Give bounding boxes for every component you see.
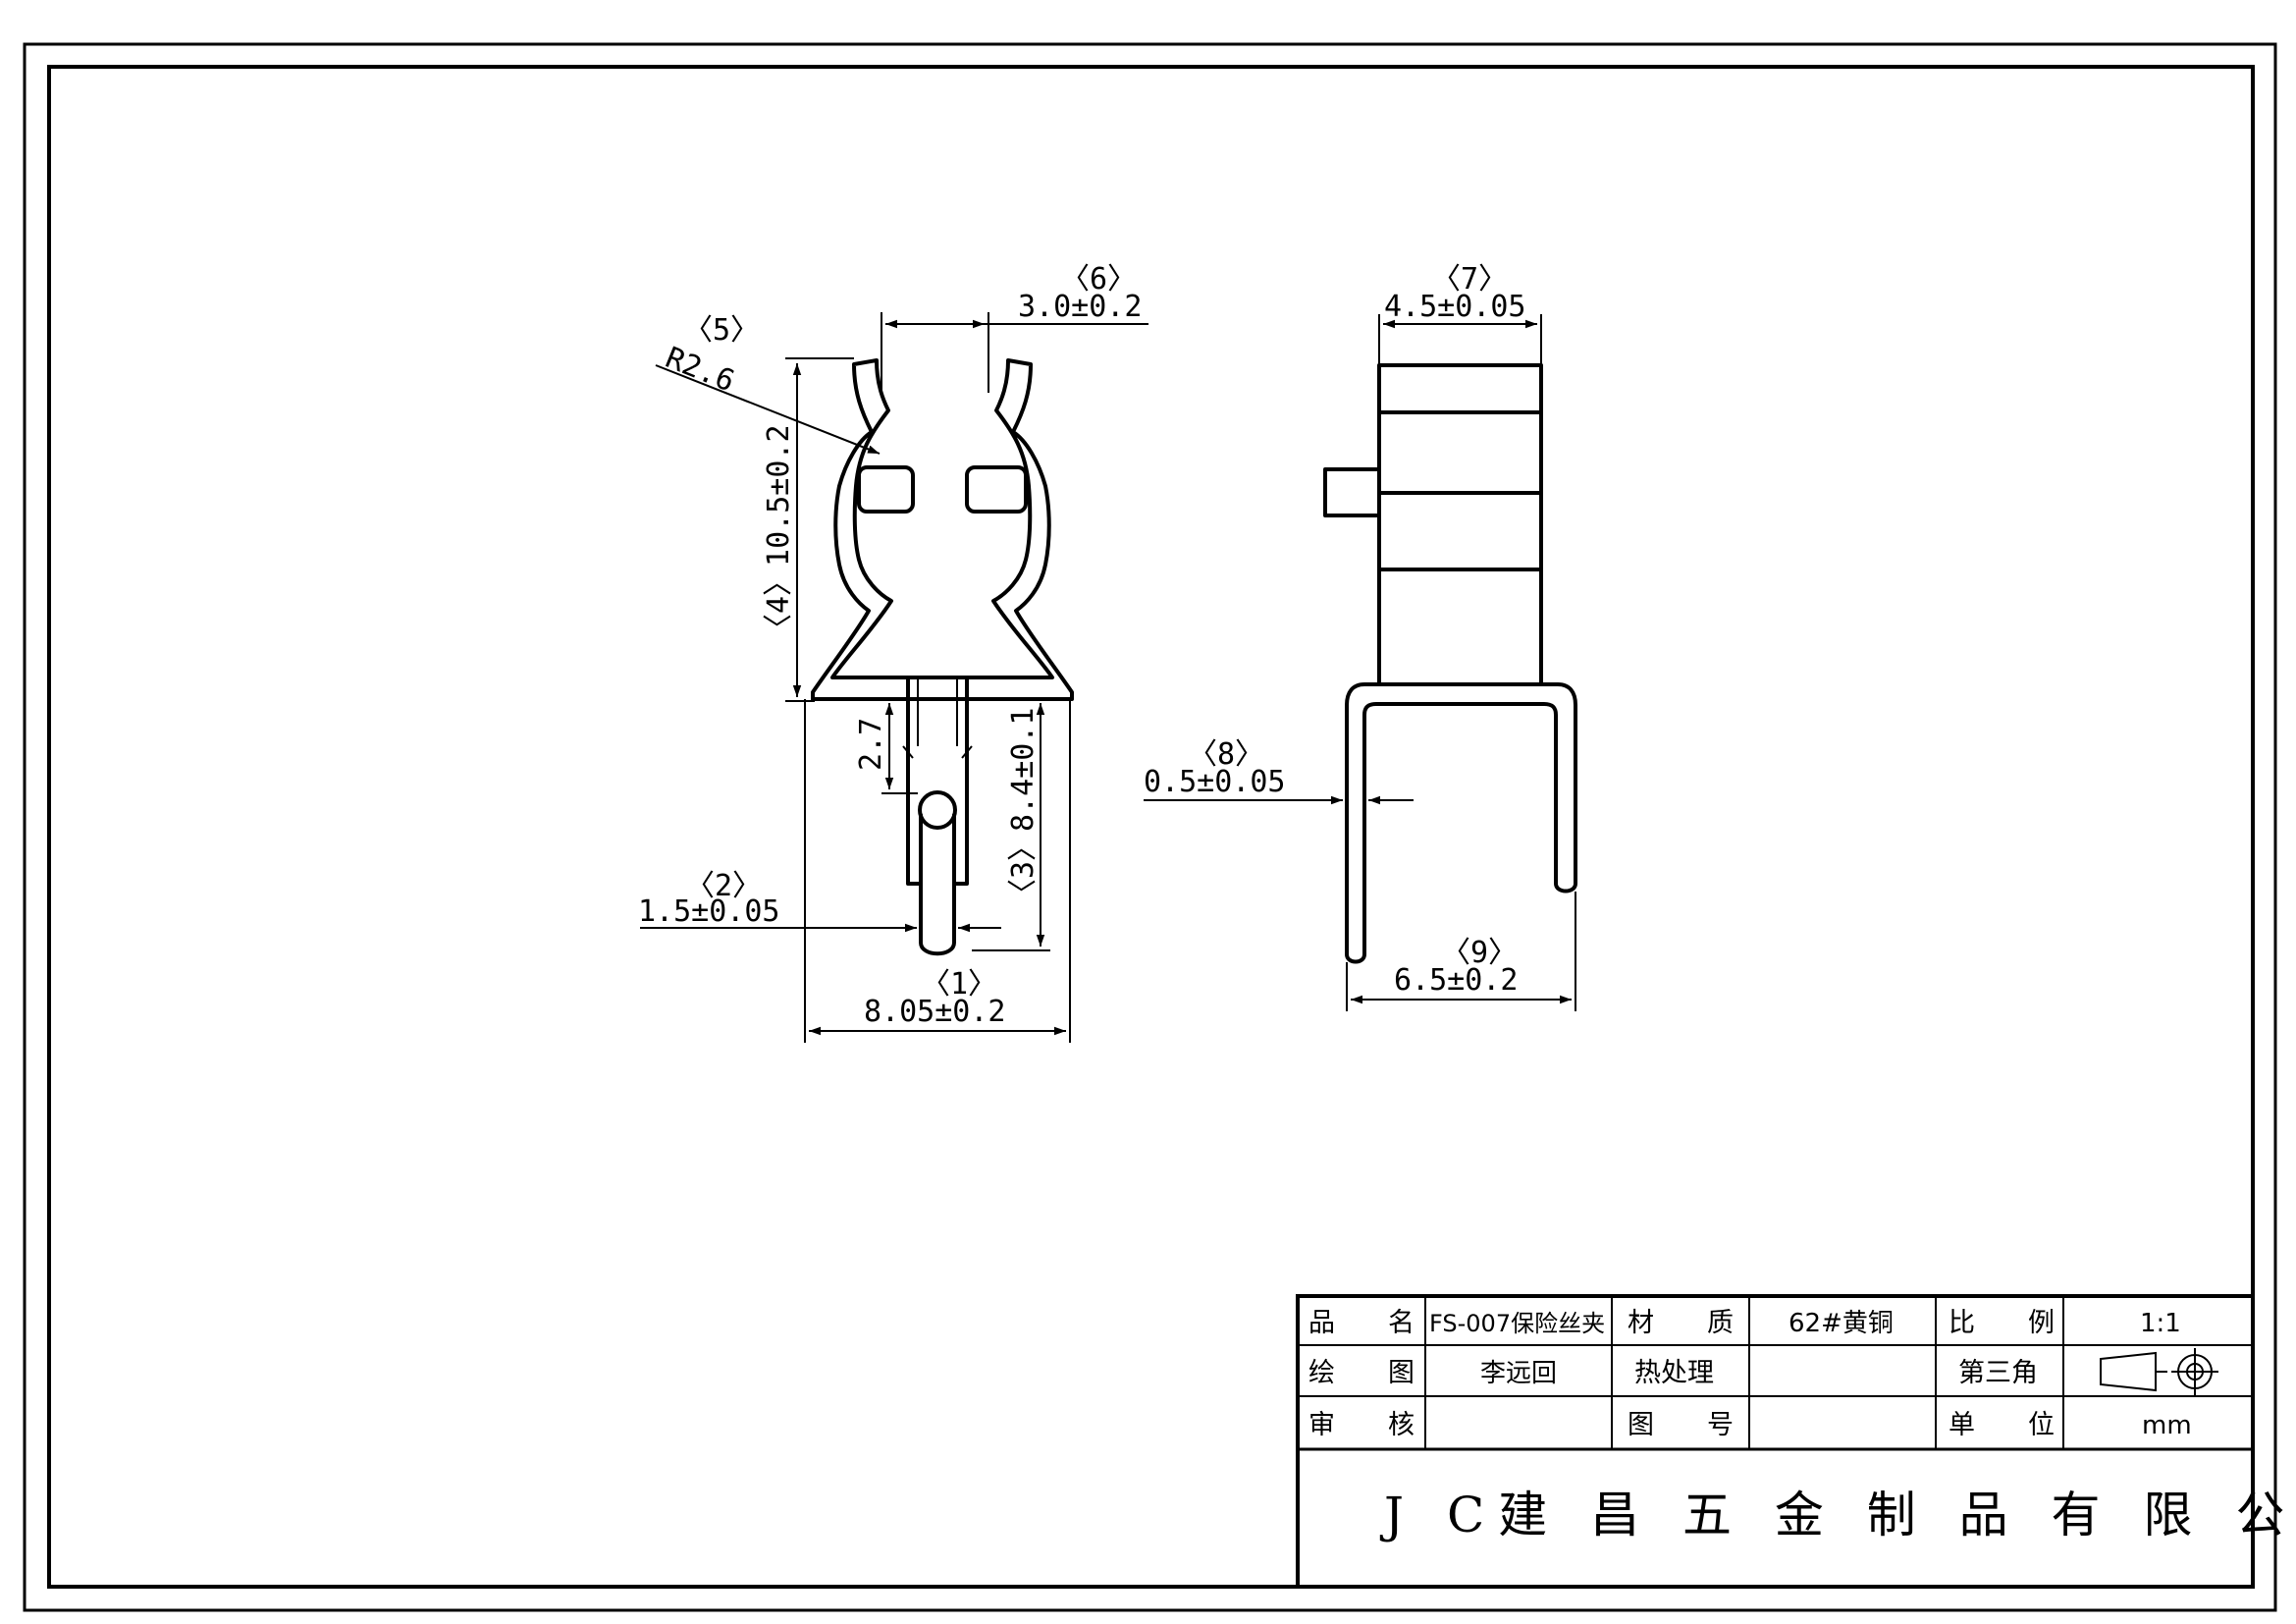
side-body xyxy=(1377,363,1543,686)
right-slot xyxy=(965,465,1028,514)
material-label: 材 质 xyxy=(1628,1308,1734,1338)
outer-border xyxy=(23,42,2277,1612)
dim-line-5 xyxy=(655,364,881,455)
title-block: 品 名 FS-007保险丝夹 材 质 62#黄铜 比 例 1:1 绘 图 李远回… xyxy=(1296,1294,2296,1589)
dim-8-tag: 〈8〉 xyxy=(1188,737,1264,772)
product-label: 品 名 xyxy=(1308,1308,1415,1338)
inner-border xyxy=(47,65,2255,1589)
dim-6-value: 3.0±0.2 xyxy=(1018,290,1142,324)
dim-10-label: 2.7 xyxy=(854,718,888,771)
fork-outline xyxy=(1345,682,1577,964)
dim-4-label: 〈4〉10.5±0.2 xyxy=(762,424,796,643)
dim-1-tag: 〈1〉 xyxy=(921,967,997,1001)
pin-outline xyxy=(906,677,969,886)
drawn-value: 李远回 xyxy=(1480,1359,1557,1388)
dim-2-tag: 〈2〉 xyxy=(685,869,762,903)
pin-bevel xyxy=(902,745,973,759)
scale-label: 比 例 xyxy=(1949,1308,2055,1338)
product-value: FS-007保险丝夹 xyxy=(1429,1310,1605,1337)
dim-5-value: R2.6 xyxy=(661,341,739,400)
dim-5-tag: 〈5〉 xyxy=(683,313,760,348)
dim-6-tag: 〈6〉 xyxy=(1060,262,1137,297)
unit-value: mm xyxy=(2142,1411,2192,1440)
projection-label: 第三角 xyxy=(1958,1358,2038,1388)
company-name: J C建 昌 五 金 制 品 有 限 公 司 xyxy=(1379,1487,2296,1543)
clip-outline xyxy=(811,358,1074,701)
side-tab xyxy=(1323,467,1381,517)
pin-tip xyxy=(919,813,956,956)
front-view: 〈4〉10.5±0.2 〈6〉 3.0±0.2 〈5〉 R2.6 2.7 〈3〉… xyxy=(638,262,1148,1043)
heat-label: 热处理 xyxy=(1634,1358,1714,1388)
drawn-label: 绘 图 xyxy=(1308,1358,1415,1388)
review-label: 审 核 xyxy=(1308,1410,1415,1440)
left-slot xyxy=(857,465,915,514)
title-block-frame xyxy=(1296,1294,2255,1589)
third-angle-projection-icon xyxy=(2100,1348,2218,1395)
drawing-no-label: 图 号 xyxy=(1628,1410,1734,1440)
dim-7-value: 4.5±0.05 xyxy=(1384,290,1526,324)
dim-3-label: 〈3〉8.4±0.1 xyxy=(1006,708,1041,909)
dim-9-value: 6.5±0.2 xyxy=(1394,963,1518,998)
dim-9-tag: 〈9〉 xyxy=(1441,936,1518,970)
unit-label: 单 位 xyxy=(1949,1410,2055,1440)
dim-2-value: 1.5±0.05 xyxy=(638,894,780,929)
pin-hole xyxy=(918,790,957,830)
dim-8-value: 0.5±0.05 xyxy=(1144,765,1286,799)
material-value: 62#黄铜 xyxy=(1789,1309,1894,1338)
side-view: 〈7〉 4.5±0.05 〈8〉 0.5±0.05 〈9〉 6.5±0.2 xyxy=(1144,262,1577,1011)
scale-value: 1:1 xyxy=(2140,1309,2181,1338)
dim-1-value: 8.05±0.2 xyxy=(864,995,1006,1029)
dim-7-tag: 〈7〉 xyxy=(1431,262,1508,297)
